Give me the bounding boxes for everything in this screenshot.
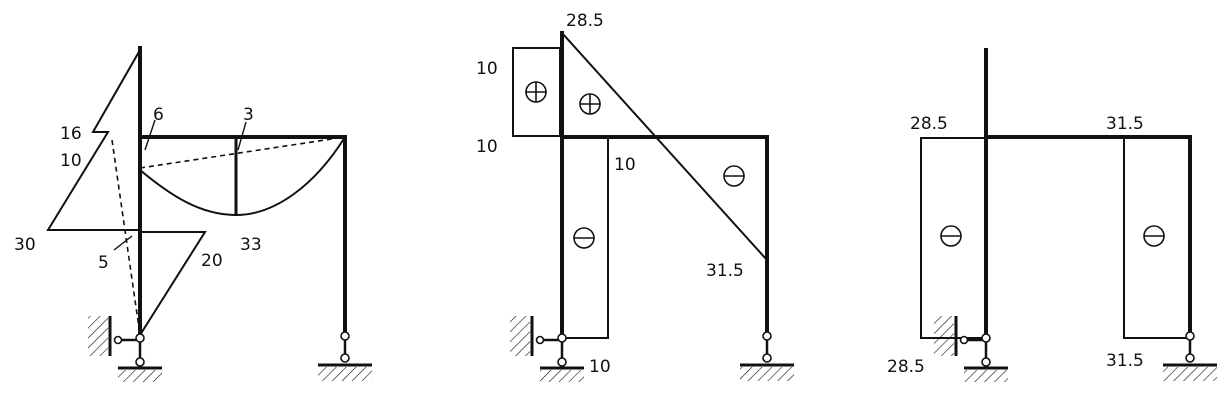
shear-label-31-5: 31.5 — [706, 261, 744, 281]
shear-diagram: 28.5 10 10 10 31.5 10 — [476, 11, 794, 382]
axial-sign-minus-left — [940, 225, 962, 247]
moment-dash-beam — [139, 136, 346, 169]
moment-left-column-lower — [139, 231, 207, 339]
moment-label-30: 30 — [14, 235, 36, 255]
shear-label-10-beam: 10 — [614, 155, 636, 175]
shear-sign-minus-column — [573, 227, 595, 249]
shear-sign-plus-column — [579, 93, 601, 115]
axial-label-28-5-top: 28.5 — [910, 114, 948, 134]
axial-pin-support — [1163, 331, 1217, 381]
moment-dash-left — [111, 139, 141, 336]
moment-label-20: 20 — [201, 251, 223, 271]
shear-pin-support — [740, 331, 794, 381]
moment-beam — [139, 136, 347, 217]
moment-label-3: 3 — [243, 105, 254, 125]
moment-label-10: 10 — [60, 151, 82, 171]
shear-label-10-mid: 10 — [476, 137, 498, 157]
moment-label-5: 5 — [98, 253, 109, 273]
axial-diagram: 28.5 31.5 28.5 31.5 — [887, 48, 1217, 382]
shear-sign-plus-cap — [525, 81, 547, 103]
moment-label-33: 33 — [240, 235, 262, 255]
moment-pin-support — [318, 331, 372, 381]
axial-label-31-5-bottom: 31.5 — [1106, 351, 1144, 371]
shear-beam-triangle — [652, 135, 768, 263]
moment-label-6: 6 — [153, 105, 164, 125]
axial-label-28-5-bottom: 28.5 — [887, 357, 925, 377]
axial-label-31-5-top: 31.5 — [1106, 114, 1144, 134]
axial-roller-support — [934, 316, 1008, 382]
moment-leader-5 — [113, 235, 133, 251]
shear-label-10-top: 10 — [476, 59, 498, 79]
shear-roller-support — [510, 316, 584, 382]
moment-roller-support — [88, 316, 162, 382]
shear-label-10-bottom: 10 — [589, 357, 611, 377]
shear-sign-minus-beam — [723, 165, 745, 187]
shear-label-28-5: 28.5 — [566, 11, 604, 31]
shear-column-triangle — [561, 30, 658, 137]
moment-label-16: 16 — [60, 124, 82, 144]
axial-sign-minus-right — [1143, 225, 1165, 247]
moment-diagram: 16 10 6 3 30 5 20 33 — [14, 46, 372, 382]
